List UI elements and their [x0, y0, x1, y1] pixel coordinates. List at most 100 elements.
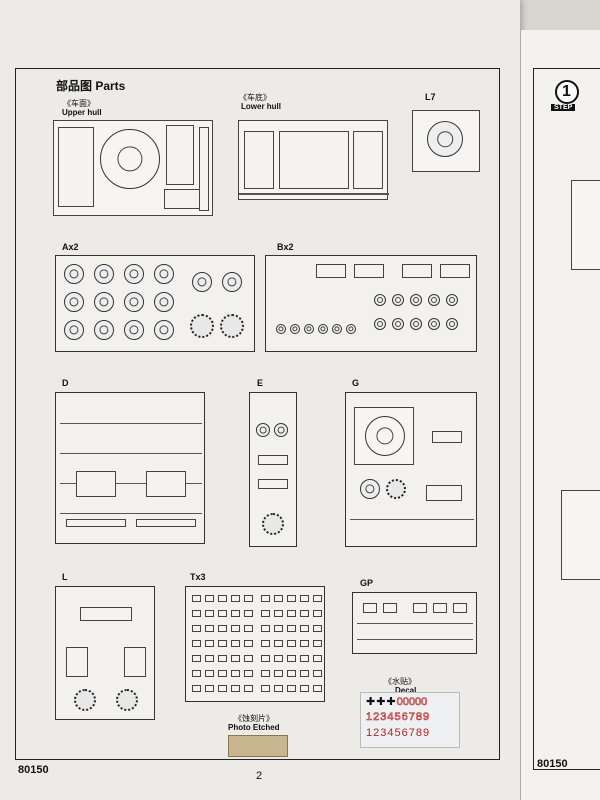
track-link [205, 685, 214, 692]
track-link [231, 640, 240, 647]
sprue-t [185, 586, 325, 702]
track-link [300, 595, 309, 602]
decal-label-cn: 《水贴》 [384, 677, 416, 686]
track-link [231, 685, 240, 692]
track-link [218, 655, 227, 662]
track-link [205, 670, 214, 677]
track-link [261, 640, 270, 647]
track-link [287, 670, 296, 677]
sprue-e [249, 392, 297, 547]
track-link [274, 610, 283, 617]
track-link [287, 610, 296, 617]
track-link [313, 640, 322, 647]
decal-row-2: 123456789 [366, 711, 431, 724]
track-link [287, 625, 296, 632]
track-link [231, 655, 240, 662]
track-link [261, 595, 270, 602]
sprue-g [345, 392, 477, 547]
l-label: L [62, 572, 68, 582]
ax2-label: Ax2 [62, 242, 79, 252]
track-link [218, 685, 227, 692]
track-link [313, 595, 322, 602]
step-number: 1 [562, 83, 571, 100]
track-link [205, 595, 214, 602]
track-link [205, 655, 214, 662]
lower-hull-label-cn: 《车底》 [239, 93, 271, 102]
sprue-b [265, 255, 477, 352]
next-page: 1 STEP 80150 [520, 30, 600, 800]
track-link [300, 610, 309, 617]
track-link [274, 640, 283, 647]
bx2-label: Bx2 [277, 242, 294, 252]
decal-label: Decal [395, 686, 417, 695]
instruction-page: 部品图 Parts 《车面》 Upper hull 《车底》 Lower hul… [0, 0, 520, 800]
track-link [274, 685, 283, 692]
track-link [274, 670, 283, 677]
track-link [192, 625, 201, 632]
track-link [274, 625, 283, 632]
d-label: D [62, 378, 69, 388]
decal-sheet: ✚✚✚00000 123456789 123456789 [360, 692, 460, 748]
track-link [300, 685, 309, 692]
track-link [261, 625, 270, 632]
step-drawing-lower [561, 490, 600, 580]
page-number: 2 [256, 770, 263, 782]
track-link [205, 640, 214, 647]
page-title: 部品图 Parts [56, 79, 126, 93]
step-label: STEP [551, 104, 576, 111]
track-link [313, 670, 322, 677]
sprue-gp [352, 592, 477, 654]
track-link [313, 655, 322, 662]
parts-frame [15, 68, 500, 760]
track-link [205, 610, 214, 617]
l7-part [412, 110, 480, 172]
upper-hull-label: Upper hull [62, 108, 102, 117]
track-link [218, 610, 227, 617]
track-link [192, 685, 201, 692]
track-link [261, 685, 270, 692]
track-link [192, 610, 201, 617]
track-link [287, 685, 296, 692]
track-link [231, 610, 240, 617]
sprue-l [55, 586, 155, 720]
track-link [313, 625, 322, 632]
next-page-frame [533, 68, 600, 770]
track-link [231, 595, 240, 602]
track-link [300, 655, 309, 662]
track-link [192, 640, 201, 647]
track-link [244, 655, 253, 662]
track-link [244, 595, 253, 602]
sprue-d [55, 392, 205, 544]
track-link [300, 625, 309, 632]
track-link [244, 670, 253, 677]
track-link [261, 670, 270, 677]
track-link [287, 655, 296, 662]
track-link [313, 610, 322, 617]
step-badge: 1 [555, 80, 579, 104]
photo-etch-fret [228, 735, 288, 757]
track-link [205, 625, 214, 632]
step-drawing-upper [571, 180, 600, 270]
track-link [244, 625, 253, 632]
track-link [231, 625, 240, 632]
cross-decal-icon: ✚✚✚ [366, 696, 397, 708]
upper-hull-label-cn: 《车面》 [63, 99, 95, 108]
track-link [244, 640, 253, 647]
e-label: E [257, 378, 264, 388]
sprue-a [55, 255, 255, 352]
track-link [218, 670, 227, 677]
l7-label: L7 [425, 92, 436, 102]
track-link [300, 640, 309, 647]
track-link [192, 595, 201, 602]
track-link [287, 595, 296, 602]
track-link [192, 655, 201, 662]
track-link [274, 595, 283, 602]
g-label: G [352, 378, 360, 388]
track-link [218, 595, 227, 602]
track-link [218, 640, 227, 647]
photo-etched-label: Photo Etched [228, 723, 280, 732]
track-link [274, 655, 283, 662]
track-link [287, 640, 296, 647]
lower-hull-label: Lower hull [241, 102, 281, 111]
track-link [261, 655, 270, 662]
